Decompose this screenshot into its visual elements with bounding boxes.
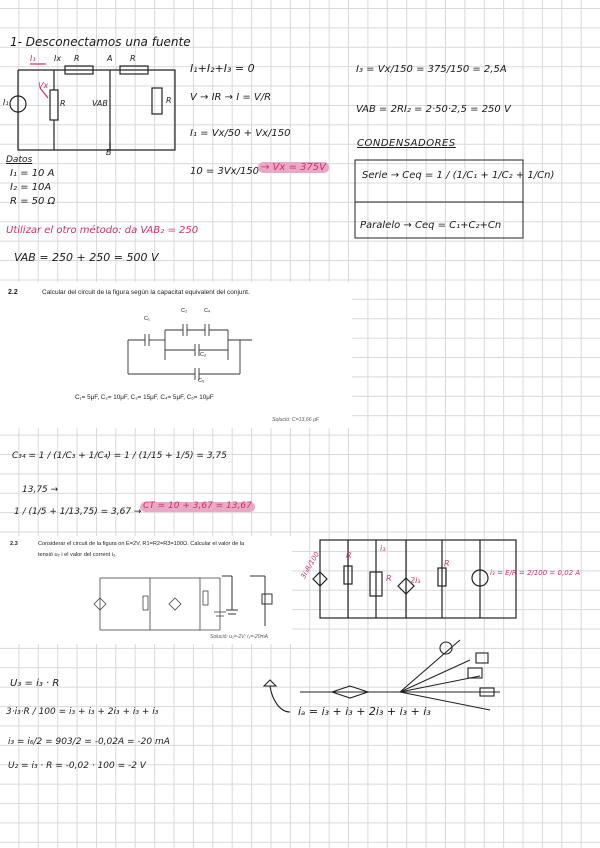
dependent-source-circuit: [93, 575, 273, 631]
cap-label-c4: C₄: [204, 308, 211, 314]
formula-serie: Serie → Ceq = 1 / (1/C₁ + 1/C₂ + 1/Cn): [362, 170, 555, 181]
problem-statement-23b: tensió u₂ i el valor del corrent i₃.: [38, 552, 117, 558]
datos-i2: I₂ = 10A: [10, 182, 52, 193]
equation-kcl: I₁+I₂+I₃ = 0: [190, 62, 255, 75]
formula-paralelo: Paralelo → Ceq = C₁+C₂+Cn: [360, 220, 502, 231]
label-vab: VAB: [92, 99, 108, 108]
label-r-top2: R: [130, 54, 136, 63]
equation-10: 10 = 3Vx/150: [190, 166, 260, 177]
label-vx: Vx: [38, 81, 49, 90]
label-node-a: A: [107, 54, 113, 63]
total-vab: VAB = 250 + 250 = 500 V: [14, 251, 159, 264]
label-r1: R: [346, 551, 352, 560]
capacitor-circuit: [127, 324, 252, 380]
label-2i3: 2i₃: [410, 576, 421, 585]
problem-statement-23a: Considerar el circuit de la figura on E=…: [38, 541, 245, 547]
solution-13-75: 13,75 →: [22, 485, 59, 495]
problem-2-3-panel: 2.3 Considerar el circuit de la figura o…: [0, 536, 292, 644]
label-ix: Ix: [54, 54, 62, 63]
solution-c34: C₃₄ = 1 / (1/C₃ + 1/C₄) = 1 / (1/15 + 1/…: [12, 451, 227, 461]
label-i3-calc: i₃ = E/R = 2/100 = 0,02 A: [490, 569, 581, 577]
problem-number-23: 2.3: [10, 541, 18, 547]
equation-ohm: V → IR → I = V/R: [190, 92, 272, 103]
label-r-top1: R: [74, 54, 80, 63]
label-r3: R: [444, 559, 450, 568]
solution23-u3: U₃ = i₃ · R: [10, 678, 60, 689]
problem-solution: Solució: C=13,66 μF: [272, 417, 320, 423]
datos-i1: I₁ = 10 A: [10, 168, 55, 179]
cap-label-c1: C₁: [144, 316, 150, 322]
datos-r: R = 50 Ω: [10, 196, 56, 207]
equation-vab: VAB = 2RI₂ = 2·50·2,5 = 250 V: [356, 104, 511, 115]
capacitor-values: C₁= 5μF, C₂= 10μF, C₃= 15μF, C₄= 5μF, C₅…: [75, 394, 214, 401]
datos-title: Datos: [6, 155, 33, 165]
solution-ct: CT = 10 + 3,67 = 13,67: [140, 501, 255, 512]
cap-label-c2: C₂: [181, 308, 188, 314]
label-r2: R: [386, 574, 392, 583]
problem-statement: Calcular del circuit de la figura según …: [42, 289, 250, 296]
problem-number: 2.2: [8, 289, 18, 296]
problem-solution-23: Solució: u₂=-2V; i₃=-20mA: [210, 634, 268, 640]
cap-label-c5: C₅: [198, 378, 205, 384]
solution-series: 1 / (1/5 + 1/13,75) = 3,67 →: [14, 507, 142, 517]
label-source: I₁: [3, 98, 9, 107]
label-node-b: B: [106, 148, 112, 157]
method-note: Utilizar el otro método: da VAB₂ = 250: [6, 225, 199, 236]
problem-2-2-panel: 2.2 Calcular del circuit de la figura se…: [0, 282, 352, 428]
cap-label-c2b: C₂: [200, 352, 207, 358]
solution23-i3: i₃ = i₆/2 = 903/2 = -0,02A = -20 mA: [8, 737, 170, 747]
equation-i1: I₁ = Vx/50 + Vx/150: [190, 128, 291, 139]
label-r-left: R: [60, 99, 66, 108]
branch-equation: iₐ = i₃ + i₃ + 2i₃ + i₃ + i₃: [298, 705, 431, 718]
label-r-right: R: [166, 96, 172, 105]
label-dep-source: 3i₃R/100: [299, 550, 322, 581]
section-title: 1- Desconectamos una fuente: [10, 35, 191, 49]
equation-i3: I₃ = Vx/150 = 375/150 = 2,5A: [356, 64, 507, 75]
solution23-u2: U₂ = i₃ · R = -0,02 · 100 = -2 V: [8, 761, 146, 771]
condensadores-title: CONDENSADORES: [357, 138, 456, 149]
solution23-kcl: 3·i₃·R / 100 = i₃ + i₃ + 2i₃ + i₃ + i₃: [6, 707, 159, 717]
label-i1: I₁: [30, 54, 36, 63]
result-vx: → Vx = 375V: [258, 162, 329, 173]
label-i3: i₃: [380, 544, 386, 553]
